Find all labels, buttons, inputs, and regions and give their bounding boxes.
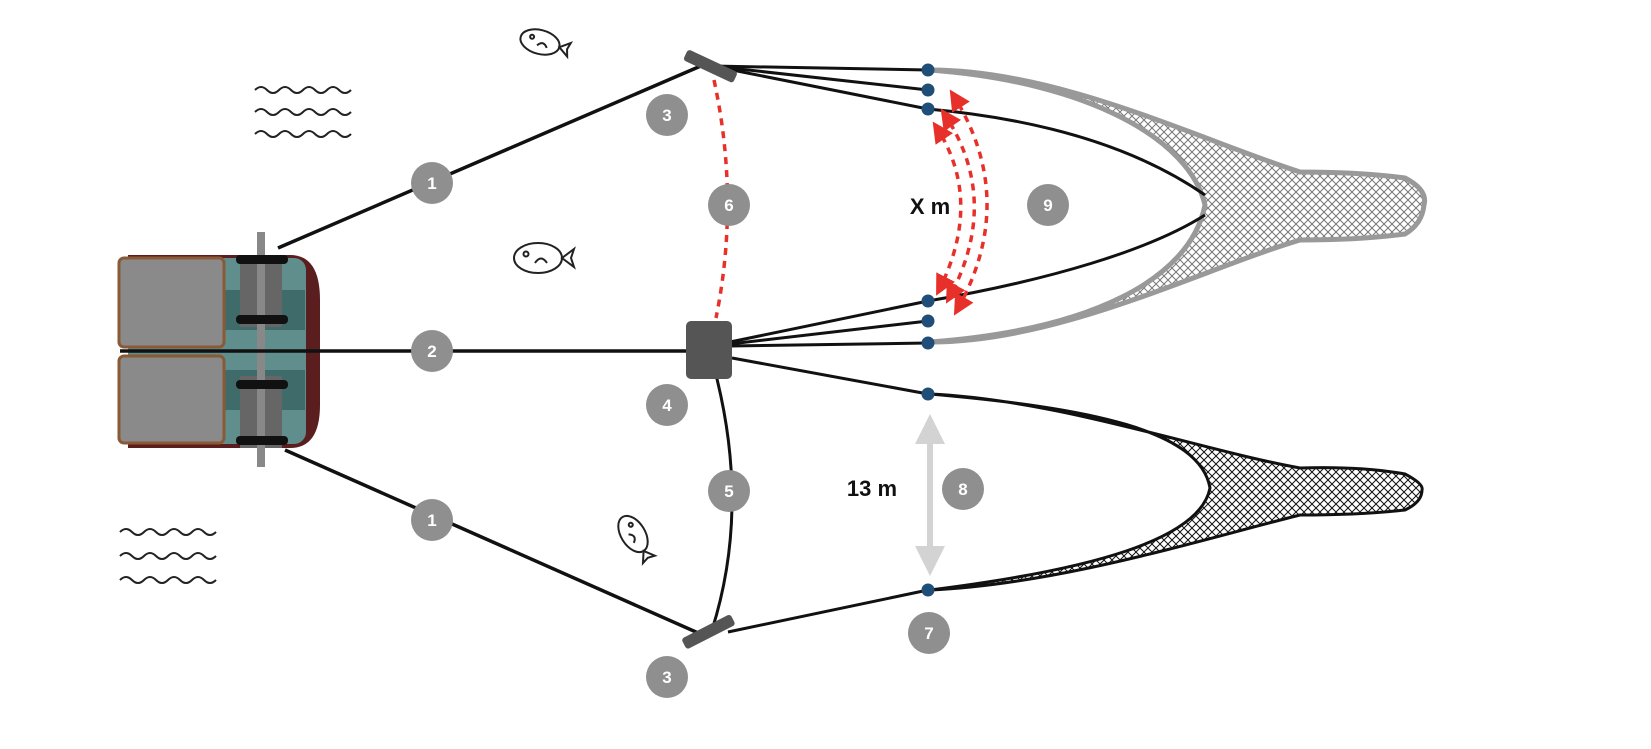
svg-text:2: 2 [427, 342, 436, 361]
svg-text:5: 5 [724, 482, 733, 501]
center-clump [686, 321, 732, 379]
svg-text:6: 6 [724, 196, 733, 215]
svg-text:3: 3 [662, 668, 671, 687]
callout-center-clump: 4 [646, 384, 688, 426]
vessel [117, 232, 320, 467]
otter-board-bottom [682, 614, 735, 649]
spread-dimension-label: 13 m [847, 476, 897, 501]
net-top-light [927, 67, 1428, 345]
svg-text:8: 8 [958, 480, 967, 499]
bridle-lines-bottom [727, 356, 929, 634]
callout-top-bridle: 6 [708, 184, 750, 226]
callout-warp-top: 1 [411, 162, 453, 204]
svg-text:9: 9 [1043, 196, 1052, 215]
callout-spread-arrow: 8 [942, 468, 984, 510]
flatfish-icon [519, 28, 574, 60]
adjustable-dimension-label: X m [910, 194, 950, 219]
callout-center-warp: 2 [411, 330, 453, 372]
water-waves-icon [119, 528, 217, 584]
bridle-lines-top [711, 64, 1206, 348]
callout-bottom-bridle: 5 [708, 470, 750, 512]
flatfish-icon [513, 242, 576, 274]
flatfish-icon [617, 514, 658, 566]
net-bottom-dark [928, 392, 1424, 592]
svg-text:1: 1 [427, 174, 436, 193]
callout-wing-end: 7 [908, 612, 950, 654]
svg-text:7: 7 [924, 624, 933, 643]
warp-lines [120, 60, 711, 638]
svg-text:1: 1 [427, 511, 436, 530]
callout-warp-bottom: 1 [411, 499, 453, 541]
svg-text:4: 4 [662, 396, 672, 415]
water-waves-icon [254, 86, 352, 138]
callout-adjust-arrows: 9 [1027, 184, 1069, 226]
otter-board-top [683, 50, 737, 83]
callout-door-bottom: 3 [646, 656, 688, 698]
wing-nodes [921, 63, 935, 597]
callout-door-top: 3 [646, 94, 688, 136]
svg-text:3: 3 [662, 106, 671, 125]
